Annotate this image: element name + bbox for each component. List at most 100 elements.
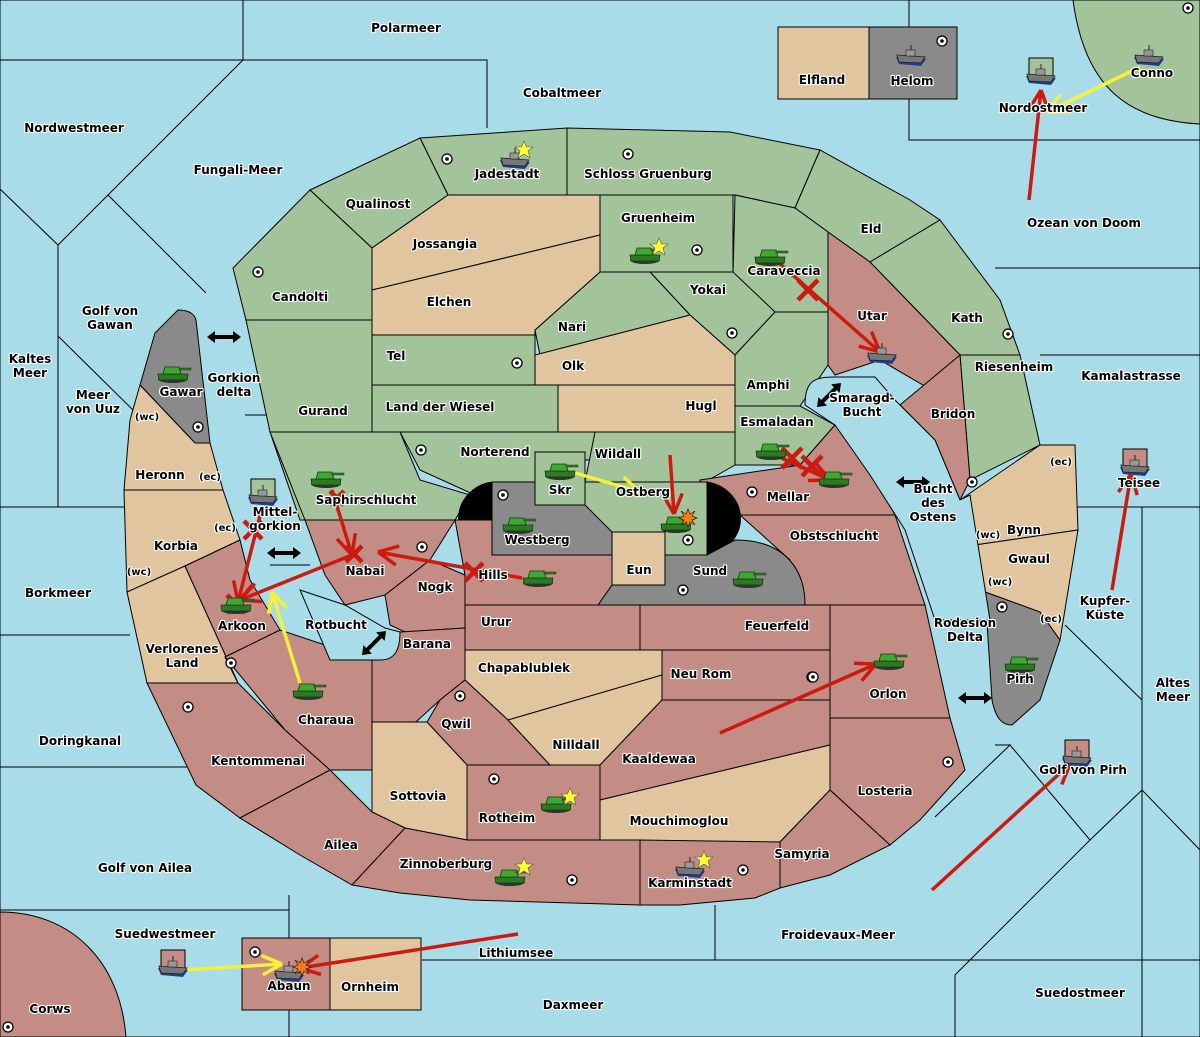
territory-wildall[interactable] [584, 431, 736, 483]
label-helom: Helom [890, 74, 933, 88]
label-barana: Barana [403, 637, 451, 651]
label-heronn: Heronn [135, 468, 184, 482]
territory-ornheim[interactable] [329, 937, 422, 1011]
territory-rotheim[interactable] [466, 764, 601, 841]
label-eld: Eld [861, 222, 882, 236]
fleet-unit-nordostmeer[interactable] [1025, 57, 1057, 86]
coast-tag-bynn-ec: (ec) [1050, 457, 1072, 468]
supply-center-icon [737, 864, 749, 876]
label-charaua: Charaua [298, 713, 354, 727]
label-korbia: Korbia [154, 539, 198, 553]
dislodged-explosion-icon [292, 957, 312, 977]
territory-karminstadt[interactable] [639, 839, 781, 906]
label-kath: Kath [951, 311, 983, 325]
label-teisee: Teisee [1118, 476, 1160, 490]
territory-gruenheim[interactable] [599, 194, 734, 273]
label-kupfer-kueste: Kupfer-Küste [1080, 594, 1130, 622]
label-abaun: Abaun [267, 979, 310, 993]
label-kentommenai: Kentommenai [211, 754, 305, 768]
label-wildall: Wildall [595, 447, 641, 461]
label-westberg: Westberg [504, 533, 569, 547]
label-kaaldewaa: Kaaldewaa [622, 752, 696, 766]
label-nari: Nari [558, 320, 586, 334]
support-arrow-suedwestmeer-to-abaun [181, 954, 283, 977]
label-golf-von-pirh: Golf von Pirh [1039, 763, 1127, 777]
label-mouchimoglou: Mouchimoglou [630, 814, 729, 828]
supply-center-icon [249, 946, 261, 958]
label-neu-rom: Neu Rom [671, 667, 732, 681]
territory-corws[interactable] [0, 911, 127, 1037]
label-suedostmeer: Suedostmeer [1035, 986, 1125, 1000]
label-skr: Skr [549, 483, 572, 497]
territory-jossangia[interactable] [371, 194, 601, 291]
supply-center-icon [807, 671, 819, 683]
supply-center-icon [182, 701, 194, 713]
coast-tag-gwaul-ec: (ec) [1040, 614, 1062, 625]
label-elfland: Elfland [799, 73, 845, 87]
supply-center-icon [746, 486, 758, 498]
label-nogk: Nogk [418, 580, 454, 594]
label-qwil: Qwil [441, 717, 471, 731]
label-arkoon: Arkoon [218, 619, 266, 633]
label-gruenheim: Gruenheim [621, 211, 695, 225]
label-froidevaux-meer: Froidevaux-Meer [781, 928, 895, 942]
support-arrow-charaua-to-arkoon [266, 590, 302, 684]
support-arrow-skr-to-ostberg [571, 470, 642, 498]
label-hugl: Hugl [685, 399, 716, 413]
fleet-unit-suedwestmeer[interactable] [157, 949, 189, 978]
label-amphi: Amphi [746, 378, 789, 392]
label-doringkanal: Doringkanal [39, 734, 121, 748]
supply-center-icon [511, 357, 523, 369]
supply-center-icon [441, 153, 453, 165]
label-golf-von-ailea: Golf von Ailea [98, 861, 192, 875]
label-conno: Conno [1131, 66, 1173, 80]
label-mittel-gorkion: Mittel-gorkion [249, 505, 301, 533]
label-smaragd-bucht: Smaragd-Bucht [829, 391, 894, 419]
label-bynn: Bynn [1007, 523, 1041, 537]
coast-tag-heronn-ec: (ec) [199, 472, 221, 483]
coast-tag-gawar-wc: (wc) [135, 412, 159, 423]
fleet-unit-golf-von-pirh[interactable] [1061, 739, 1093, 768]
label-chapablublek: Chapablublek [478, 661, 571, 675]
label-jadestadt: Jadestadt [474, 167, 540, 181]
label-rotbucht: Rotbucht [305, 618, 367, 632]
territory-elfland[interactable] [777, 26, 870, 100]
supply-center-icon [691, 244, 703, 256]
label-gwaul: Gwaul [1008, 552, 1050, 566]
territory-eun[interactable] [611, 531, 666, 586]
supply-center-icon [415, 444, 427, 456]
move-arrow-ozean-to-nordostmeer [1027, 89, 1051, 201]
label-obstschlucht: Obstschlucht [790, 529, 879, 543]
failed-move-x-icon [796, 278, 820, 302]
fleet-unit-teisee[interactable] [1119, 448, 1151, 477]
label-borkmeer: Borkmeer [25, 586, 91, 600]
supply-center-icon [726, 327, 738, 339]
label-ornheim: Ornheim [341, 980, 399, 994]
label-suedwestmeer: Suedwestmeer [115, 927, 216, 941]
label-polarmeer: Polarmeer [371, 21, 441, 35]
label-rotheim: Rotheim [479, 811, 536, 825]
orders [181, 65, 1141, 977]
label-zinnoberburg: Zinnoberburg [400, 857, 492, 871]
label-samyria: Samyria [774, 847, 829, 861]
label-ostberg: Ostberg [616, 485, 670, 499]
supply-center-icon [622, 148, 634, 160]
units [157, 44, 1165, 983]
label-mellar: Mellar [767, 490, 809, 504]
label-yokai: Yokai [689, 283, 726, 297]
failed-move-x-icon [463, 561, 485, 583]
supply-center-icon [996, 601, 1008, 613]
label-saphirschlucht: Saphirschlucht [316, 493, 417, 507]
label-hills: Hills [478, 568, 508, 582]
territory-smaragd-bucht[interactable] [804, 376, 991, 621]
label-candolti: Candolti [272, 290, 328, 304]
label-fungali-meer: Fungali-Meer [194, 163, 283, 177]
label-land-der-wiesel: Land der Wiesel [386, 400, 495, 414]
fleet-unit-mittel-gorkion[interactable] [247, 478, 279, 507]
label-caraveccia: Caraveccia [747, 264, 820, 278]
supply-center-icon [677, 584, 689, 596]
